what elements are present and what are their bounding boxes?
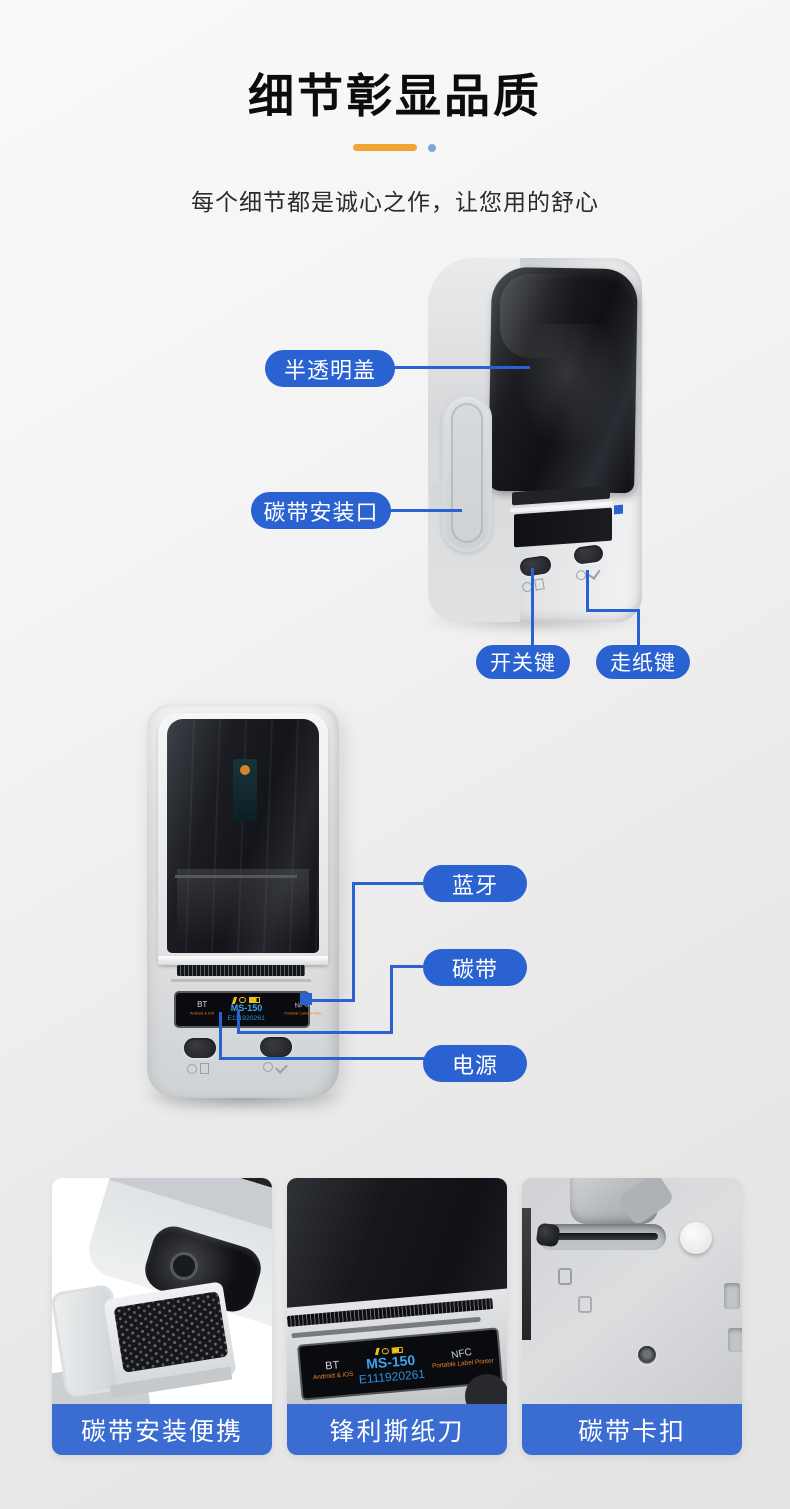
callout-line-bluetooth-v bbox=[352, 882, 355, 1002]
model-label: MS-150 bbox=[230, 1002, 263, 1013]
callout-power: 电源 bbox=[423, 1045, 527, 1082]
inner-roller-rod bbox=[175, 875, 297, 878]
feed-circle-icon bbox=[263, 1062, 273, 1072]
callout-feed-key: 走纸键 bbox=[596, 645, 690, 679]
callout-bluetooth: 蓝牙 bbox=[423, 865, 527, 902]
side-slot bbox=[728, 1328, 742, 1352]
oled-left-block: BT Android & iOS bbox=[306, 1357, 358, 1382]
oled-center-block: MS-150 E111920261 bbox=[356, 1343, 426, 1386]
serial-label: E111920261 bbox=[227, 1013, 266, 1022]
oled-display: BT Android & iOS MS-150 E111920261 NFC P… bbox=[176, 993, 321, 1026]
card-caption: 碳带安装便携 bbox=[52, 1404, 272, 1455]
embossed-lock-icon bbox=[558, 1268, 572, 1285]
feature-card-tear-blade: BT Android & iOS MS-150 E111920261 NFC P… bbox=[287, 1178, 507, 1455]
label-sheet-icon bbox=[534, 578, 545, 591]
status-icons bbox=[231, 996, 260, 1004]
cover-sheen bbox=[500, 274, 620, 358]
side-slot bbox=[724, 1283, 740, 1309]
callout-line-ribbon-v2 bbox=[237, 1010, 240, 1034]
ribbon-door-inner bbox=[451, 403, 483, 543]
callout-line-feed-key-v1 bbox=[586, 570, 589, 612]
oled-left-block: BT Android & iOS bbox=[180, 1000, 224, 1017]
translucent-cover-window bbox=[167, 719, 319, 953]
display-window bbox=[514, 507, 612, 548]
front-ledge bbox=[158, 956, 328, 965]
divider-orange-bar bbox=[353, 144, 417, 151]
side-latch-tab bbox=[430, 482, 442, 512]
callout-line-ribbon-port bbox=[389, 509, 462, 512]
callout-line-power-v bbox=[219, 1012, 222, 1060]
printer-side-photo bbox=[418, 258, 652, 634]
body-edge-gap bbox=[522, 1208, 531, 1340]
callout-line-ribbon-h2 bbox=[237, 1031, 393, 1034]
embossed-unlock-icon bbox=[578, 1296, 592, 1313]
nfc-sub-label: Portable Label Printer bbox=[431, 1357, 495, 1370]
inner-compartment bbox=[177, 869, 309, 941]
callout-ribbon-port: 碳带安装口 bbox=[251, 492, 391, 529]
card-caption: 碳带卡扣 bbox=[522, 1404, 742, 1455]
power-circle-icon bbox=[187, 1063, 197, 1074]
display-blue-marker bbox=[614, 504, 623, 515]
callout-line-bluetooth-h2 bbox=[312, 999, 355, 1002]
callout-line-ribbon-v bbox=[390, 965, 393, 1034]
oled-center-block: MS-150 E111920261 bbox=[224, 996, 268, 1023]
card-photo-ribbon-install bbox=[52, 1178, 272, 1404]
page-title: 细节彰显品质 bbox=[248, 70, 542, 122]
check-icon bbox=[275, 1060, 288, 1074]
ribbon-icon bbox=[238, 997, 246, 1004]
feature-card-ribbon-buckle: 碳带卡扣 bbox=[522, 1178, 742, 1455]
oled-right-block: NFC Portable Label Printer bbox=[423, 1345, 502, 1371]
bt-sub-label: Android & iOS bbox=[312, 1369, 354, 1381]
round-button bbox=[680, 1222, 712, 1254]
paper-exit-gap bbox=[171, 979, 311, 982]
printer-front-photo: BT Android & iOS MS-150 E111920261 NFC P… bbox=[137, 704, 349, 1110]
callout-line-feed-key-h bbox=[586, 609, 640, 612]
divider-blue-dot bbox=[428, 144, 436, 152]
latch-rod bbox=[552, 1233, 658, 1240]
callout-line-ribbon-h1 bbox=[390, 965, 423, 968]
oled-right-block: NFC Portable Label Printer bbox=[269, 1001, 337, 1017]
feed-button bbox=[260, 1037, 292, 1057]
feed-button-closeup bbox=[465, 1374, 507, 1404]
callout-line-power-key bbox=[531, 568, 534, 645]
battery-icon bbox=[248, 997, 260, 1004]
callout-translucent-cover: 半透明盖 bbox=[265, 350, 395, 387]
bt-label: BT bbox=[197, 1000, 208, 1010]
ribbon-install-door bbox=[442, 394, 492, 552]
power-button-icon bbox=[187, 1063, 209, 1074]
card-photo-tear-blade: BT Android & iOS MS-150 E111920261 NFC P… bbox=[287, 1178, 507, 1404]
label-sheet-icon bbox=[200, 1063, 209, 1074]
nfc-sub-label: Portable Label Printer bbox=[283, 1011, 322, 1016]
latch-knob bbox=[535, 1222, 561, 1248]
bt-sub-label: Android & iOS bbox=[189, 1011, 215, 1016]
page-subtitle: 每个细节都是诚心之作，让您用的舒心 bbox=[191, 189, 599, 215]
callout-endpoint-bluetooth bbox=[300, 993, 312, 1005]
callout-line-cover bbox=[393, 366, 530, 369]
card-photo-ribbon-buckle bbox=[522, 1178, 742, 1404]
ribbon-roll-silhouette bbox=[516, 324, 620, 450]
callout-line-bluetooth-h1 bbox=[352, 882, 423, 885]
power-button bbox=[184, 1038, 216, 1058]
feature-card-ribbon-install: 碳带安装便携 bbox=[52, 1178, 272, 1455]
callout-ribbon: 碳带 bbox=[423, 949, 527, 986]
card-caption: 锋利撕纸刀 bbox=[287, 1404, 507, 1455]
callout-line-power-h bbox=[219, 1057, 426, 1060]
sticker-logo-dot bbox=[240, 765, 250, 775]
feed-button-icon bbox=[263, 1060, 288, 1074]
callout-power-key: 开关键 bbox=[476, 645, 570, 679]
bt-label: BT bbox=[324, 1358, 340, 1373]
callout-line-feed-key-v2 bbox=[637, 609, 640, 645]
serrated-tear-bar bbox=[177, 965, 305, 976]
cover-reflections bbox=[167, 719, 319, 953]
screw-hole bbox=[638, 1346, 656, 1364]
